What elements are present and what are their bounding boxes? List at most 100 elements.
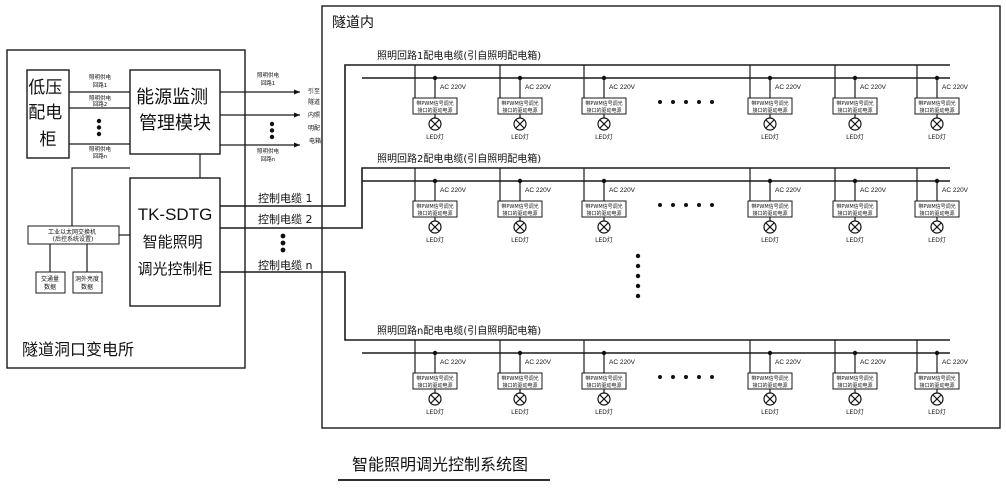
- vertical-note: 引至 隧道 内照 明配 电箱: [308, 87, 322, 145]
- junction-dot: [432, 75, 438, 81]
- lighting-row-2: 照明回路2配电电缆(引自照明配电箱)AC 220V带PWM信号调光接口的驱动电源…: [362, 152, 969, 244]
- controller-model: TK-SDTG: [138, 205, 213, 224]
- driver-label: 带PWM信号调光接口的驱动电源: [416, 100, 453, 114]
- arrow-n: [294, 142, 300, 148]
- junction-dot: [601, 178, 607, 184]
- junction-dot: [517, 75, 523, 81]
- led-label: LED灯: [595, 408, 613, 416]
- led-lamp-icon: [597, 117, 611, 131]
- control-cable-2-line: [220, 167, 950, 229]
- led-lamp-icon: [763, 220, 777, 234]
- driver-label: 带PWM信号调光接口的驱动电源: [836, 203, 873, 217]
- energy-module-label: 能源监测 管理模块: [136, 87, 214, 134]
- ac-label: AC 220V: [860, 187, 887, 194]
- ac-label: AC 220V: [775, 84, 802, 91]
- lv-circuit-1-label: 照明供电回路1: [89, 73, 112, 89]
- ac-label: AC 220V: [942, 84, 969, 91]
- led-lamp-icon: [428, 117, 442, 131]
- driver-label: 带PWM信号调光接口的驱动电源: [501, 203, 538, 217]
- led-lamp-icon: [763, 117, 777, 131]
- led-label: LED灯: [761, 236, 779, 244]
- traffic-label: 交通量数据: [41, 275, 59, 291]
- driver-label: 带PWM信号调光接口的驱动电源: [918, 203, 955, 217]
- unit-ellipsis: [658, 100, 714, 104]
- controller-box: [129, 177, 221, 307]
- rows-ellipsis: [635, 253, 641, 299]
- led-label: LED灯: [511, 236, 529, 244]
- junction-dot: [767, 350, 773, 356]
- ac-label: AC 220V: [942, 359, 969, 366]
- switch-label: 工业以太网交换机 (后控系统设置): [48, 228, 98, 243]
- junction-dot: [601, 75, 607, 81]
- driver-label: 带PWM信号调光接口的驱动电源: [585, 375, 622, 389]
- driver-label: 带PWM信号调光接口的驱动电源: [585, 100, 622, 114]
- ac-label: AC 220V: [609, 359, 636, 366]
- driver-label: 带PWM信号调光接口的驱动电源: [751, 100, 788, 114]
- led-lamp-icon: [428, 392, 442, 406]
- ac-label: AC 220V: [440, 84, 467, 91]
- led-label: LED灯: [426, 408, 444, 416]
- driver-label: 带PWM信号调光接口的驱动电源: [416, 375, 453, 389]
- ac-label: AC 220V: [860, 359, 887, 366]
- env-box: [72, 271, 103, 294]
- lighting-unit: AC 220V 带PWM信号调光接口的驱动电源 LED灯: [747, 65, 802, 141]
- junction-dot: [852, 350, 858, 356]
- led-label: LED灯: [426, 133, 444, 141]
- led-label: LED灯: [511, 133, 529, 141]
- driver-label: 带PWM信号调光接口的驱动电源: [918, 375, 955, 389]
- lighting-unit: AC 220V 带PWM信号调光接口的驱动电源 LED灯: [497, 168, 552, 244]
- controller-label: 智能照明 调光控制柜: [137, 233, 212, 278]
- led-lamp-icon: [848, 392, 862, 406]
- led-lamp-icon: [513, 392, 527, 406]
- cable-ellipsis: [280, 233, 286, 253]
- ac-label: AC 220V: [525, 359, 552, 366]
- out-circuit-n-label: 照明供电回路n: [257, 147, 280, 163]
- junction-dot: [767, 178, 773, 184]
- lighting-row-3: 照明回路n配电电缆(引自照明配电箱) AC 220V 带PWM信号调光接口的驱动电源…: [362, 324, 969, 416]
- out-circuit-1-label: 照明供电回路1: [257, 71, 280, 87]
- ac-label: AC 220V: [440, 187, 467, 194]
- led-label: LED灯: [846, 236, 864, 244]
- led-lamp-icon: [930, 220, 944, 234]
- driver-label: 带PWM信号调光接口的驱动电源: [501, 375, 538, 389]
- ac-label: AC 220V: [525, 187, 552, 194]
- out-ellipsis: [269, 121, 275, 140]
- lv-cabinet-label: 低压 配电 柜: [28, 78, 67, 150]
- junction-dot: [767, 75, 773, 81]
- tunnel-label: 隧道内: [332, 15, 374, 31]
- led-label: LED灯: [761, 133, 779, 141]
- driver-label: 带PWM信号调光接口的驱动电源: [585, 203, 622, 217]
- arrow-1: [294, 89, 300, 95]
- led-label: LED灯: [928, 236, 946, 244]
- control-cable-1-label: 控制电缆 1: [258, 191, 313, 205]
- diagram-caption: 智能照明调光控制系统图: [352, 455, 528, 474]
- lv-circuit-n-label: 照明供电回路n: [89, 145, 112, 160]
- ac-label: AC 220V: [609, 187, 636, 194]
- led-label: LED灯: [761, 408, 779, 416]
- junction-dot: [934, 350, 940, 356]
- lv-cabinet-box: [26, 69, 70, 159]
- ac-label: AC 220V: [609, 84, 636, 91]
- led-lamp-icon: [597, 392, 611, 406]
- driver-label: 带PWM信号调光接口的驱动电源: [836, 100, 873, 114]
- module-to-switch-line: [71, 167, 130, 226]
- junction-dot: [517, 350, 523, 356]
- led-lamp-icon: [513, 220, 527, 234]
- junction-dot: [852, 75, 858, 81]
- driver-label: 带PWM信号调光接口的驱动电源: [416, 203, 453, 217]
- junction-dot: [601, 350, 607, 356]
- junction-dot: [432, 350, 438, 356]
- led-label: LED灯: [928, 408, 946, 416]
- control-cable-2-label: 控制电缆 2: [258, 212, 313, 226]
- row-title: 照明回路1配电电缆(引自照明配电箱): [377, 49, 541, 62]
- led-lamp-icon: [763, 392, 777, 406]
- row-title: 照明回路n配电电缆(引自照明配电箱): [377, 324, 541, 337]
